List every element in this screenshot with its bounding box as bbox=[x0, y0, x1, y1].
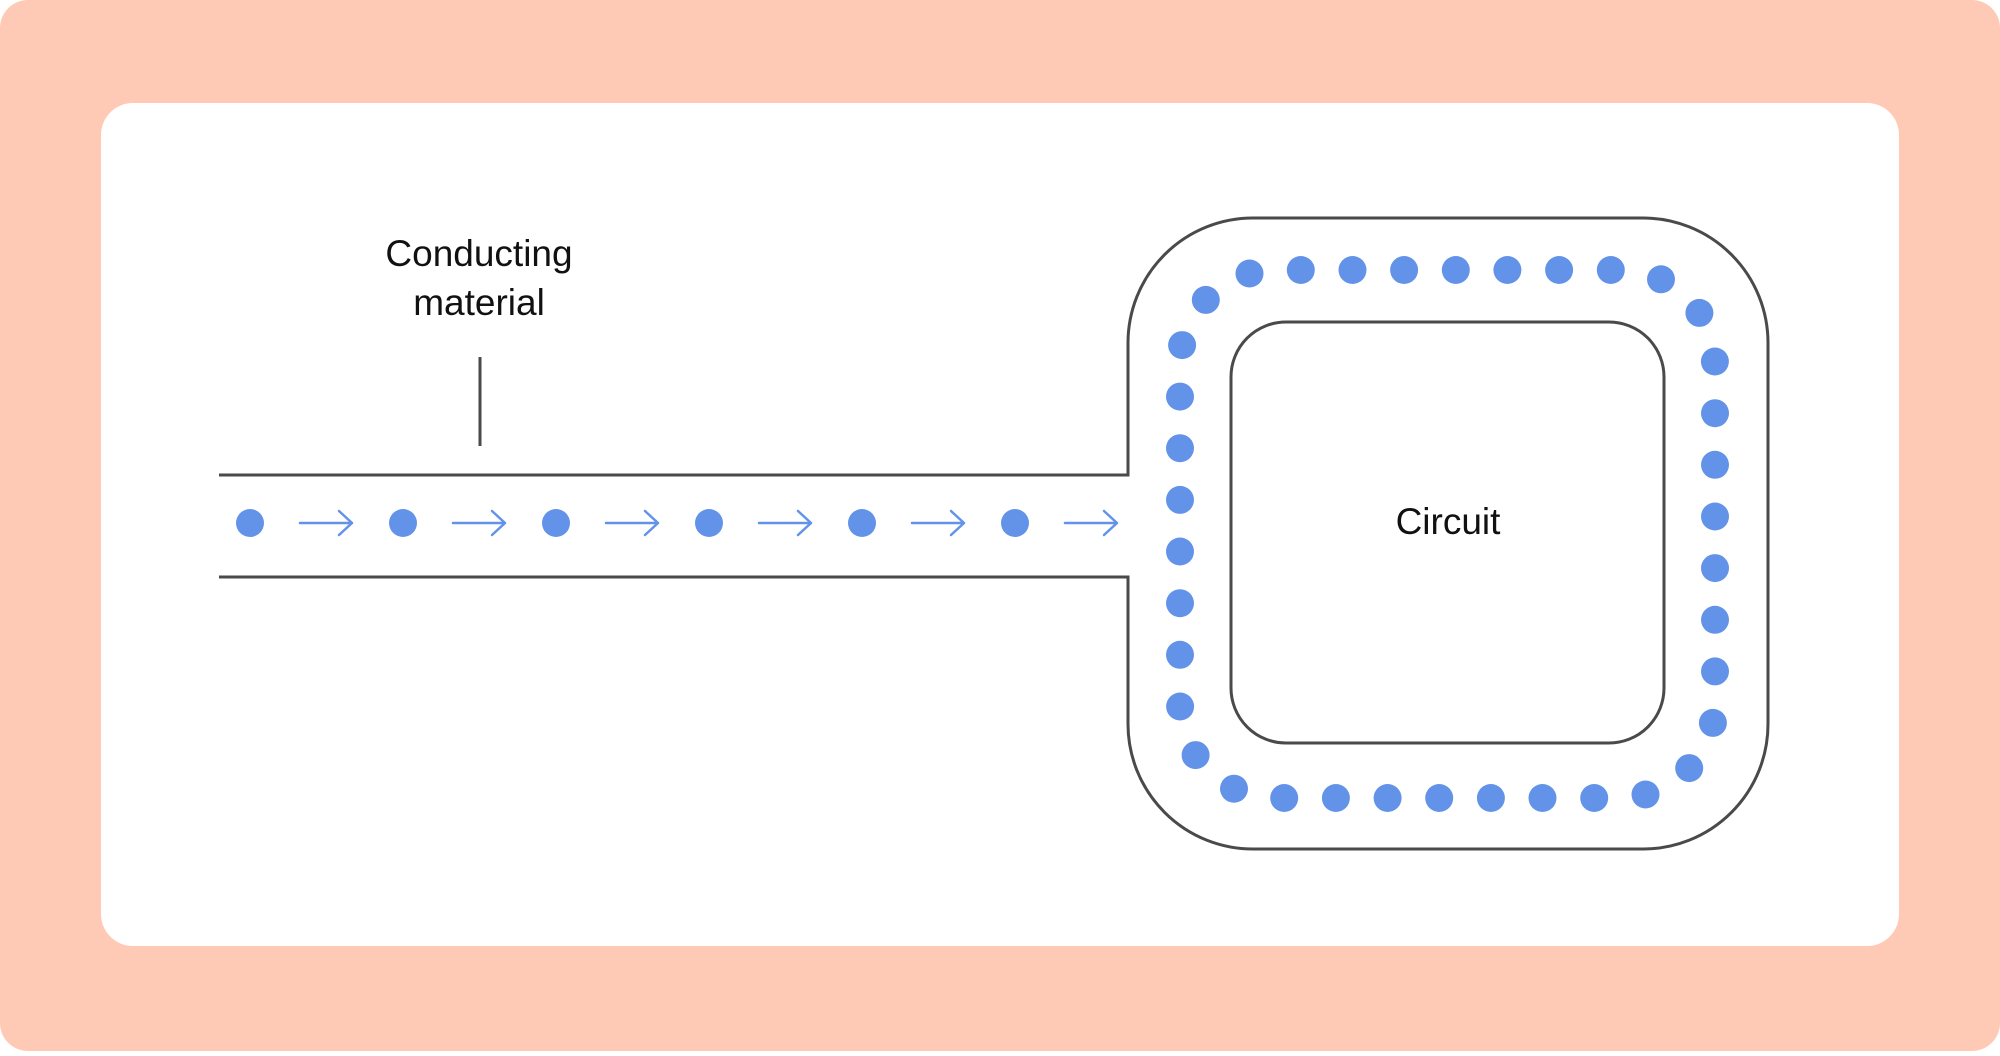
electron-dot-icon bbox=[1166, 434, 1194, 463]
electron-dot-icon bbox=[1700, 347, 1729, 376]
electron-dot-icon bbox=[1390, 256, 1419, 284]
electron-dot-icon bbox=[1631, 780, 1660, 809]
electron-dot-icon bbox=[695, 509, 723, 537]
electron-dot-icon bbox=[1476, 784, 1505, 812]
electron-dot-icon bbox=[1647, 265, 1675, 294]
electron-dot-icon bbox=[1166, 537, 1194, 566]
flow-arrow-icon bbox=[1063, 509, 1119, 537]
flow-arrow-icon bbox=[604, 509, 660, 537]
electron-dot-icon bbox=[1166, 692, 1195, 721]
electron-dot-icon bbox=[1166, 485, 1194, 514]
flow-arrow-icon bbox=[298, 509, 354, 537]
electron-dot-icon bbox=[1338, 256, 1367, 284]
loop-particles bbox=[1166, 256, 1729, 812]
conductor-outline bbox=[219, 216, 1770, 851]
circuit-label: Circuit bbox=[1396, 501, 1502, 542]
electron-dot-icon bbox=[1181, 741, 1210, 770]
electron-dot-icon bbox=[1166, 589, 1194, 618]
electron-dot-icon bbox=[1701, 399, 1729, 428]
electron-dot-icon bbox=[1168, 331, 1197, 360]
electron-dot-icon bbox=[1596, 256, 1625, 284]
diagram-panel bbox=[101, 103, 1899, 946]
electron-dot-icon bbox=[1701, 502, 1729, 531]
electron-dot-icon bbox=[236, 509, 264, 537]
electron-dot-icon bbox=[1701, 605, 1729, 634]
electron-dot-icon bbox=[542, 509, 570, 537]
electron-dot-icon bbox=[1701, 450, 1729, 479]
wire-arrows bbox=[298, 509, 1119, 537]
conducting-material-label-line2: material bbox=[413, 282, 545, 323]
electron-dot-icon bbox=[1321, 784, 1350, 812]
conducting-material-label-line1: Conducting bbox=[385, 233, 572, 274]
wire-particles bbox=[236, 509, 1029, 537]
electron-dot-icon bbox=[1698, 708, 1727, 737]
electron-dot-icon bbox=[1235, 259, 1264, 288]
electron-dot-icon bbox=[1545, 256, 1574, 284]
electron-dot-icon bbox=[1373, 784, 1402, 812]
electron-dot-icon bbox=[1441, 256, 1470, 284]
electron-dot-icon bbox=[1191, 285, 1220, 314]
electron-dot-icon bbox=[1166, 382, 1194, 411]
electron-dot-icon bbox=[1001, 509, 1029, 537]
electron-dot-icon bbox=[1685, 298, 1714, 327]
electron-dot-icon bbox=[848, 509, 876, 537]
electron-dot-icon bbox=[1425, 784, 1454, 812]
electron-dot-icon bbox=[1675, 754, 1704, 783]
circuit-inner-box bbox=[1229, 320, 1666, 745]
electron-dot-icon bbox=[389, 509, 417, 537]
electron-dot-icon bbox=[1701, 554, 1729, 583]
electron-dot-icon bbox=[1701, 657, 1729, 686]
flow-arrow-icon bbox=[757, 509, 813, 537]
electron-dot-icon bbox=[1270, 784, 1299, 812]
flow-arrow-icon bbox=[451, 509, 507, 537]
electron-dot-icon bbox=[1220, 774, 1248, 803]
flow-arrow-icon bbox=[910, 509, 966, 537]
electron-dot-icon bbox=[1493, 256, 1522, 284]
electron-dot-icon bbox=[1528, 784, 1557, 812]
electron-dot-icon bbox=[1166, 640, 1194, 669]
electron-dot-icon bbox=[1286, 256, 1315, 284]
electron-dot-icon bbox=[1580, 784, 1609, 812]
